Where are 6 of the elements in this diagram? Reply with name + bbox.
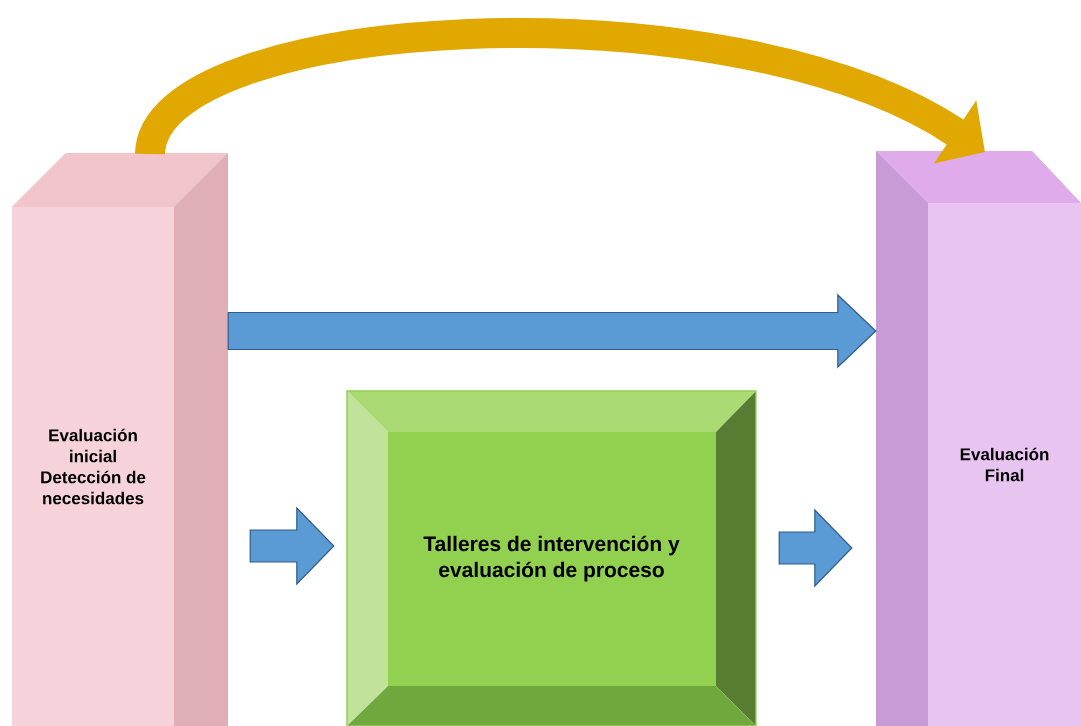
block-arrow	[249, 506, 335, 586]
block-arrow	[227, 293, 877, 369]
pillar: Evaluación inicial Detección de necesidades	[12, 153, 228, 726]
pillar: Evaluación Final	[876, 151, 1081, 726]
block-arrow	[778, 508, 853, 588]
bevel-box: Talleres de intervención y evaluación de proceso	[346, 390, 757, 726]
